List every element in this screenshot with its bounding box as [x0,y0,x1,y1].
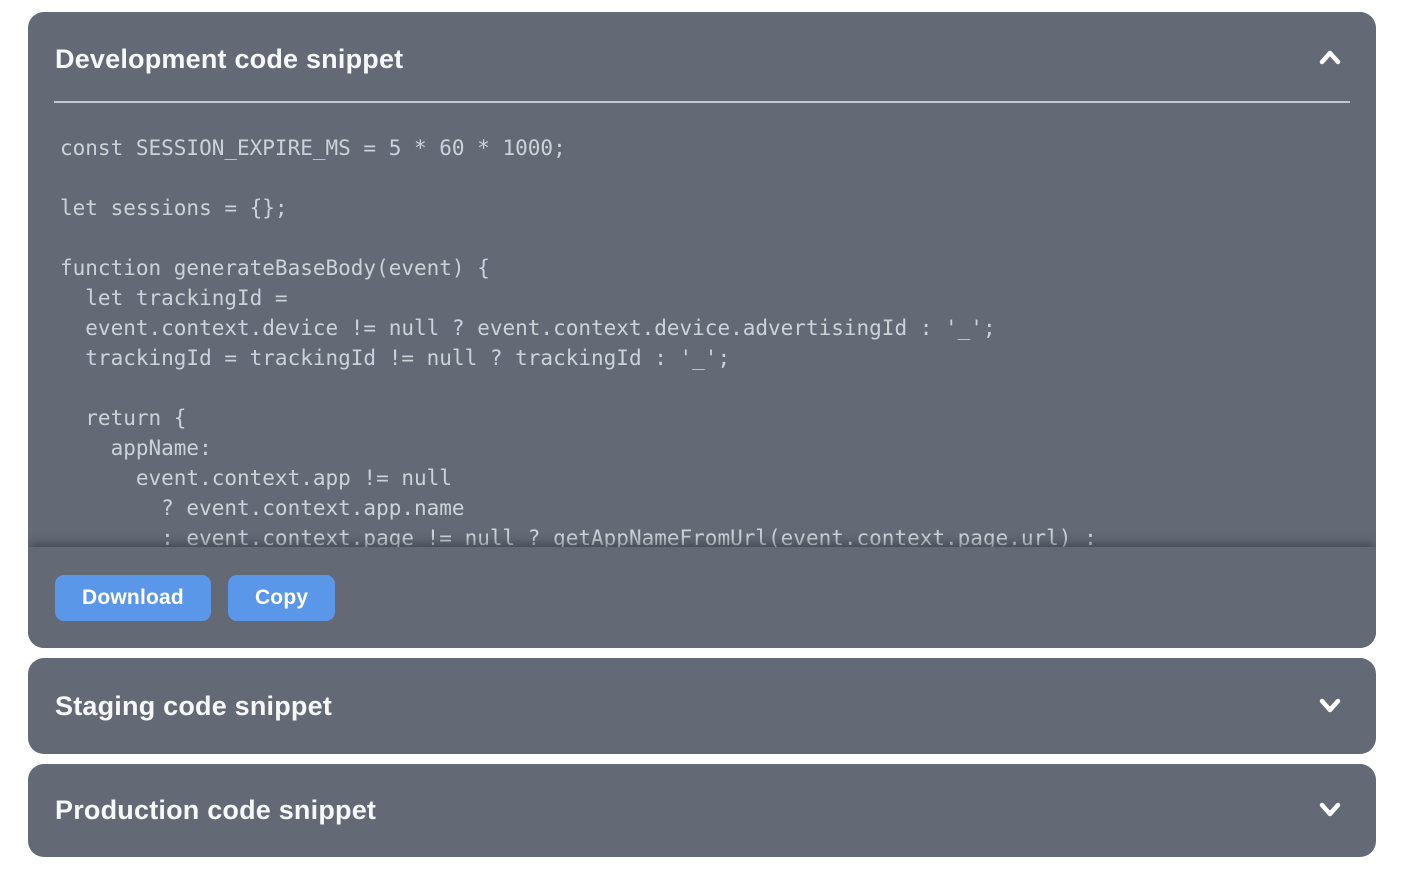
panel-title-production: Production code snippet [55,795,377,825]
panel-header-development[interactable]: Development code snippet [28,12,1376,101]
collapse-panel-button[interactable] [1314,45,1346,74]
chevron-up-icon [1314,45,1346,74]
snippet-actions-footer: Download Copy [28,547,1376,648]
panel-production-code-snippet[interactable]: Production code snippet [28,764,1376,857]
panel-development-code-snippet: Development code snippet const SESSION_E… [28,12,1376,648]
download-button[interactable]: Download [55,575,211,621]
panel-staging-code-snippet[interactable]: Staging code snippet [28,658,1376,754]
header-divider [54,101,1350,103]
code-snippet-accordion: Development code snippet const SESSION_E… [28,12,1376,857]
panel-title-development: Development code snippet [55,44,404,74]
panel-title-staging: Staging code snippet [55,690,333,721]
chevron-down-icon [1314,796,1346,825]
expand-panel-button[interactable] [1314,692,1346,721]
code-snippet-text: const SESSION_EXPIRE_MS = 5 * 60 * 1000;… [60,136,1097,547]
code-viewport[interactable]: const SESSION_EXPIRE_MS = 5 * 60 * 1000;… [28,103,1376,547]
copy-button[interactable]: Copy [227,575,336,621]
expand-panel-button[interactable] [1314,796,1346,825]
chevron-down-icon [1314,692,1346,721]
